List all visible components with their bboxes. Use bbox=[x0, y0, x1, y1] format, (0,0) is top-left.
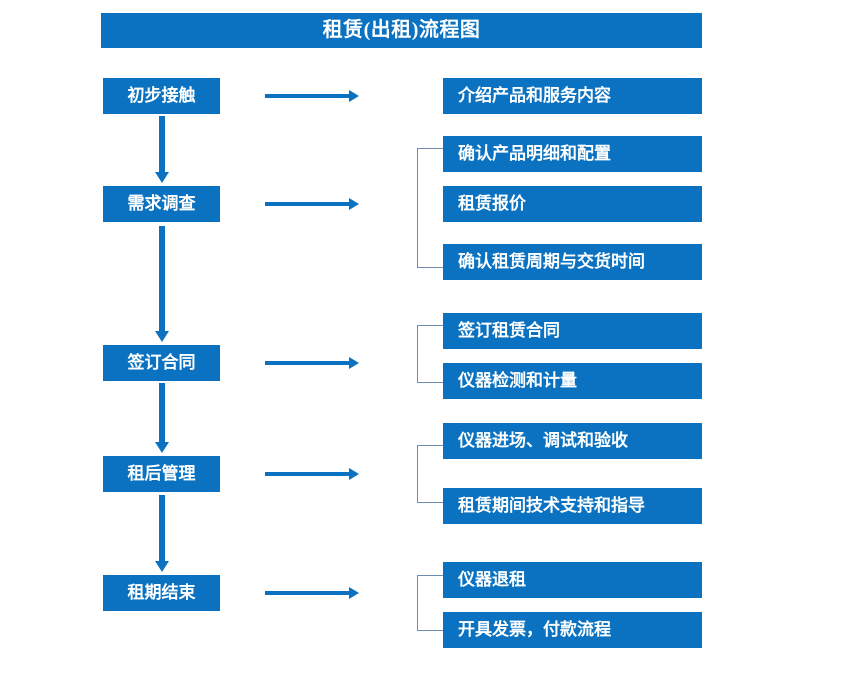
bracket-sign-contract bbox=[417, 325, 443, 383]
detail-box-invoice-payment[interactable]: 开具发票，付款流程 bbox=[443, 612, 702, 648]
detail-box-confirm-rental-period[interactable]: 确认租赁周期与交货时间 bbox=[443, 244, 702, 280]
stage-box-demand-survey[interactable]: 需求调查 bbox=[103, 186, 220, 222]
horizontal-arrow-sign-contract bbox=[265, 357, 359, 369]
detail-box-instrument-return[interactable]: 仪器退租 bbox=[443, 562, 702, 598]
vertical-arrow-postrent-to-rentalend bbox=[155, 495, 169, 573]
stage-box-rental-end[interactable]: 租期结束 bbox=[103, 575, 220, 611]
detail-box-confirm-product-details[interactable]: 确认产品明细和配置 bbox=[443, 136, 702, 172]
vertical-arrow-contract-to-postrent bbox=[155, 383, 169, 454]
detail-box-sign-rental-contract[interactable]: 签订租赁合同 bbox=[443, 313, 702, 349]
detail-box-instrument-entry-commission[interactable]: 仪器进场、调试和验收 bbox=[443, 423, 702, 459]
horizontal-arrow-post-rent-manage bbox=[265, 468, 359, 480]
detail-box-technical-support[interactable]: 租赁期间技术支持和指导 bbox=[443, 488, 702, 524]
detail-box-instrument-inspection[interactable]: 仪器检测和计量 bbox=[443, 363, 702, 399]
vertical-arrow-initial-to-demand bbox=[155, 116, 169, 184]
bracket-demand-survey bbox=[417, 148, 443, 268]
bracket-rental-end bbox=[417, 575, 443, 631]
stage-box-sign-contract[interactable]: 签订合同 bbox=[103, 345, 220, 381]
bracket-post-rent-manage bbox=[417, 445, 443, 503]
diagram-title: 租赁(出租)流程图 bbox=[101, 13, 702, 48]
stage-box-initial-contact[interactable]: 初步接触 bbox=[103, 78, 220, 114]
stage-box-post-rent-manage[interactable]: 租后管理 bbox=[103, 456, 220, 492]
detail-box-rental-quote[interactable]: 租赁报价 bbox=[443, 186, 702, 222]
horizontal-arrow-rental-end bbox=[265, 587, 359, 599]
detail-box-introduce-products[interactable]: 介绍产品和服务内容 bbox=[443, 78, 702, 114]
vertical-arrow-demand-to-contract bbox=[155, 226, 169, 343]
horizontal-arrow-initial-contact bbox=[265, 90, 359, 102]
horizontal-arrow-demand-survey bbox=[265, 198, 359, 210]
